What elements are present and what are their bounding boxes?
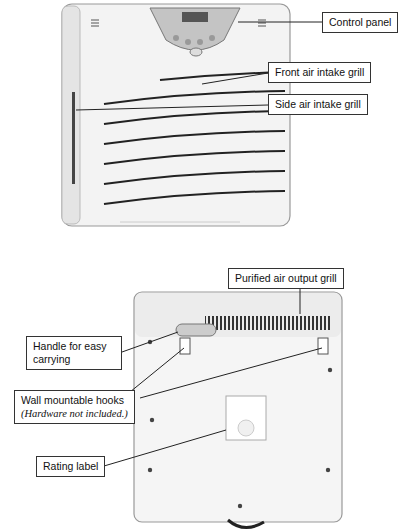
callout-label: Wall mountable hooks [21, 394, 128, 407]
front-view [62, 4, 290, 226]
callout-label: Handle for easy carrying [33, 340, 115, 366]
callout-label: Side air intake grill [275, 98, 361, 111]
callout-label: Purified air output grill [235, 272, 337, 285]
callout-box: Handle for easy carrying [26, 336, 122, 370]
callout-box: Side air intake grill [268, 94, 368, 115]
callout-box: Wall mountable hooks(Hardware not includ… [14, 390, 135, 424]
callout-label: (Hardware not included.) [21, 407, 128, 420]
back-view [134, 292, 342, 528]
callout-box: Purified air output grill [228, 268, 344, 289]
callout-label: Front air intake grill [275, 66, 364, 79]
callout-box: Control panel [322, 12, 398, 33]
callout-label: Control panel [329, 16, 391, 29]
callout-label: Rating label [43, 460, 98, 473]
callout-box: Front air intake grill [268, 62, 371, 83]
callout-box: Rating label [36, 456, 105, 477]
